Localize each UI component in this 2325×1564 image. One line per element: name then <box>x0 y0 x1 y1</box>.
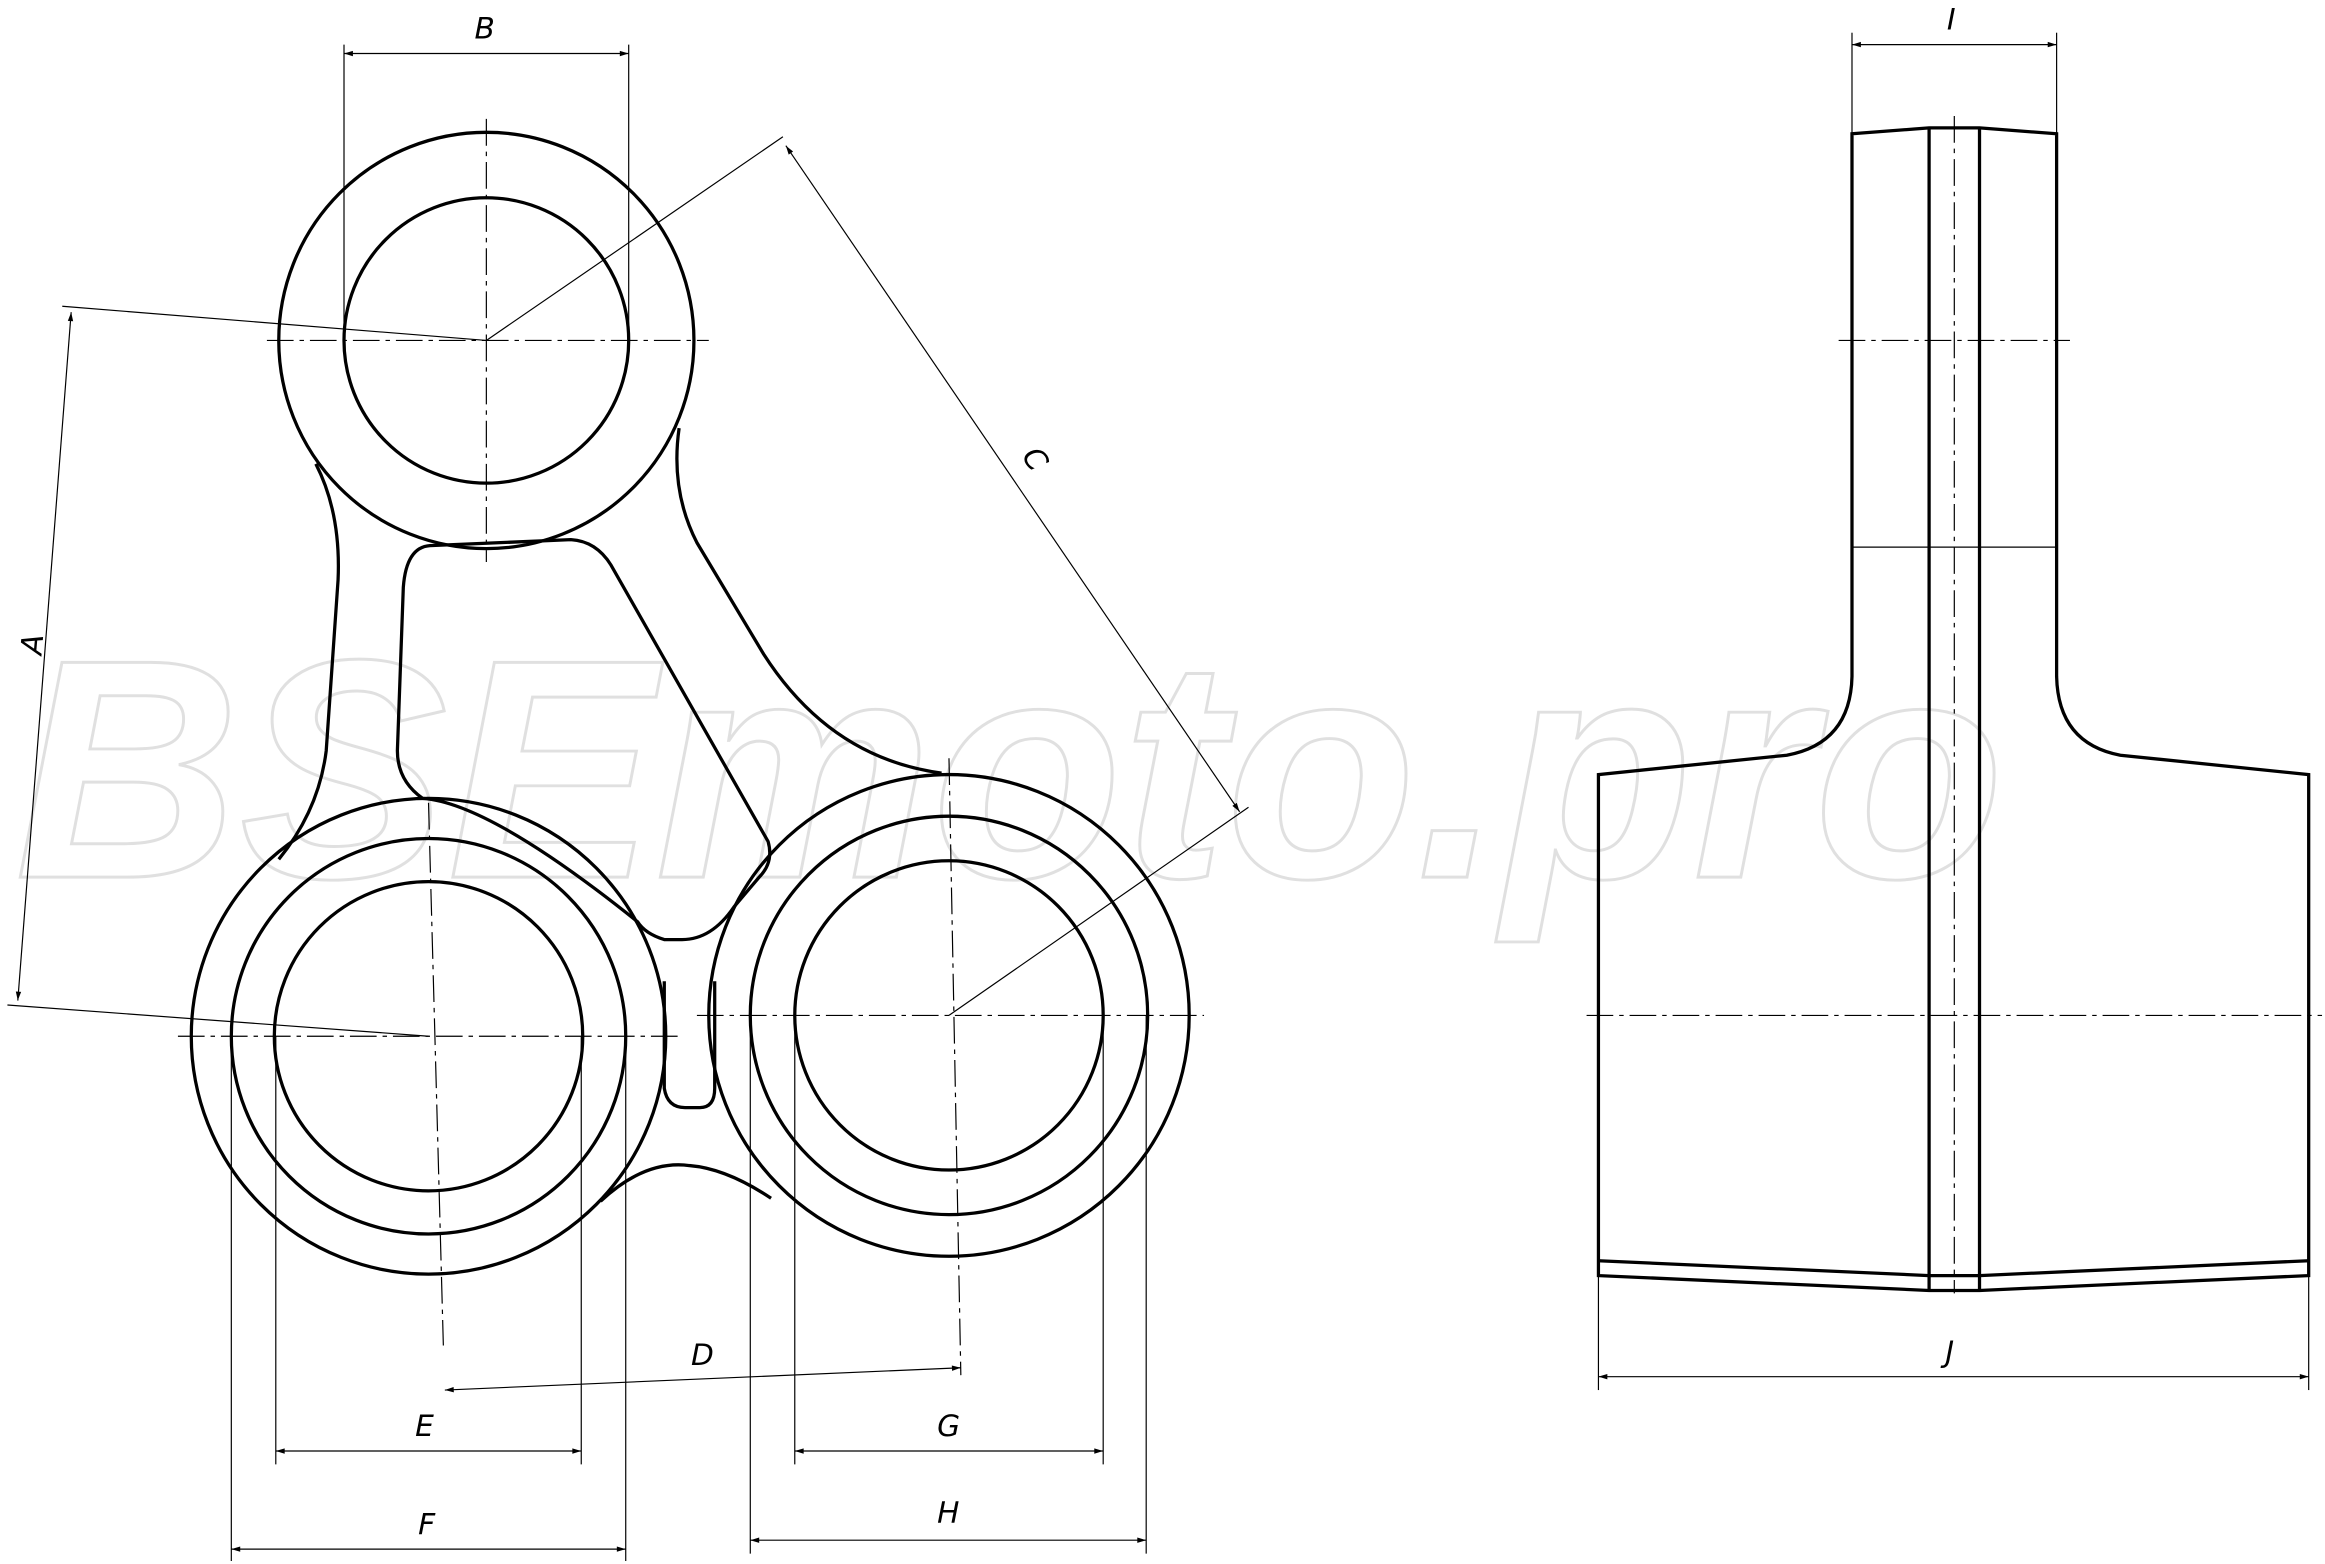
watermark: BSEmoto.pro <box>15 596 2004 946</box>
side-bottom-chamfer <box>1598 1259 2309 1278</box>
web-cutout <box>395 538 772 942</box>
dim-label-e: E <box>415 1409 434 1444</box>
dim-label-d: D <box>691 1338 714 1373</box>
dim-label-j: J <box>1940 1335 1954 1370</box>
dimensions-front: B A C D E F G H <box>7 12 1249 1562</box>
dim-label-c: C <box>1014 441 1055 478</box>
dim-label-h: H <box>937 1495 959 1530</box>
dim-label-g: G <box>937 1409 960 1444</box>
left-arm-edge <box>277 463 341 861</box>
dim-label-i: I <box>1947 3 1956 38</box>
dim-label-b: B <box>474 12 494 47</box>
side-view: I J <box>1586 3 2323 1391</box>
dim-label-f: F <box>418 1507 436 1542</box>
side-outline <box>1596 126 2311 1293</box>
center-web <box>662 981 717 1110</box>
